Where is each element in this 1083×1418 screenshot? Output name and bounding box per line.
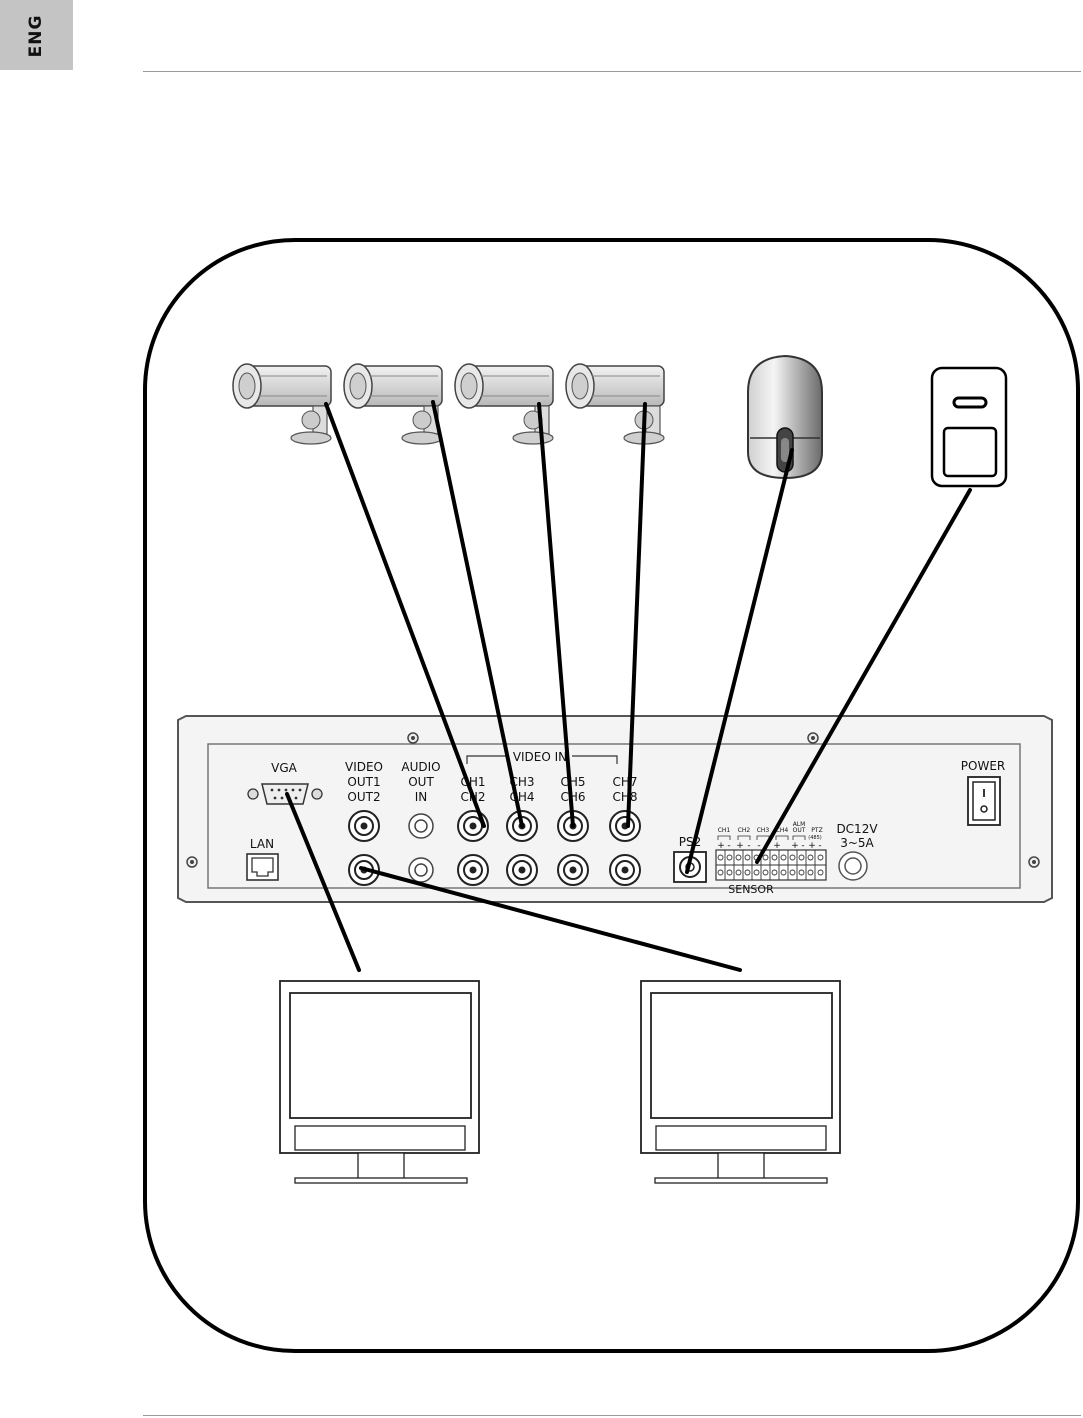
sensor-label: SENSOR [728,883,774,896]
audio-jack-in [408,857,434,883]
svg-text:PTZ: PTZ [811,827,822,834]
camera-icon-4 [565,363,665,445]
power-label: POWER [961,759,1005,773]
video-out-label-1: VIDEO [345,760,383,774]
sensor-terminal-block [715,849,827,881]
mouse-icon [747,354,823,480]
svg-text:-: - [747,841,750,851]
dc-label-2: 3~5A [840,836,874,850]
svg-text:-: - [818,841,821,851]
bnc-connector-ch4 [506,854,538,886]
monitor-icon-1 [279,980,480,1184]
bnc-connector-ch6 [557,854,589,886]
camera-icon-2 [343,363,443,445]
cable-videoout-monitor [359,866,742,972]
video-out-label-2: OUT1 [347,775,380,789]
ch6-label: CH6 [560,790,585,804]
bnc-connector-ch2 [457,854,489,886]
ps2-label: PS2 [679,835,702,849]
cable-camera-4 [626,402,647,828]
svg-text:+: + [736,841,744,851]
ch7-label: CH7 [612,775,637,789]
svg-text:+: + [773,841,781,851]
audio-jack-out [408,813,434,839]
bnc-connector-video-out1 [348,810,380,842]
svg-text:CH1: CH1 [718,827,731,834]
lan-label: LAN [250,837,274,851]
cable-vga-monitor [285,792,361,972]
svg-text:CH4: CH4 [776,827,789,834]
header-rule [143,71,1081,72]
audio-label-2: OUT [408,775,434,789]
bnc-connector-ch7 [609,810,641,842]
svg-text:-: - [801,841,804,851]
svg-text:(485): (485) [808,835,821,841]
terminal-labels: CH1 CH2 CH3 CH4 ALM OUT PTZ (485) + - + … [717,821,822,851]
language-tab: ENG [0,0,73,70]
lan-port [246,853,279,881]
ch5-label: CH5 [560,775,585,789]
video-in-label: VIDEO IN [513,750,567,764]
svg-text:CH2: CH2 [738,827,751,834]
svg-text:+: + [808,841,816,851]
audio-label-3: IN [415,790,428,804]
dc-label-1: DC12V [836,822,878,836]
cable-sensor [755,488,972,864]
footer-rule [143,1415,1081,1416]
vga-label: VGA [271,761,298,775]
monitor-icon-2 [640,980,841,1184]
bnc-connector-ch8 [609,854,641,886]
svg-text:+: + [717,841,725,851]
svg-text:-: - [757,841,760,851]
audio-label-1: AUDIO [401,760,440,774]
dvr-rear-panel: VGA LAN VIDEO OUT1 OUT2 AUDIO OUT IN [177,715,1053,903]
svg-text:CH3: CH3 [757,827,770,834]
svg-text:-: - [727,841,730,851]
power-switch [967,776,1001,826]
cable-camera-3 [537,402,575,828]
cable-camera-2 [431,400,524,828]
cable-camera-1 [324,402,486,828]
video-out-label-3: OUT2 [347,790,380,804]
svg-text:OUT: OUT [793,827,806,834]
sensor-icon [930,366,1008,488]
ch8-label: CH8 [612,790,637,804]
svg-text:ALM: ALM [793,821,806,828]
dc-power-jack [838,851,868,881]
camera-icon-1 [232,363,332,445]
cable-mouse [685,448,794,874]
ch3-label: CH3 [509,775,534,789]
svg-text:+: + [791,841,799,851]
diagram-frame [143,238,1080,1353]
